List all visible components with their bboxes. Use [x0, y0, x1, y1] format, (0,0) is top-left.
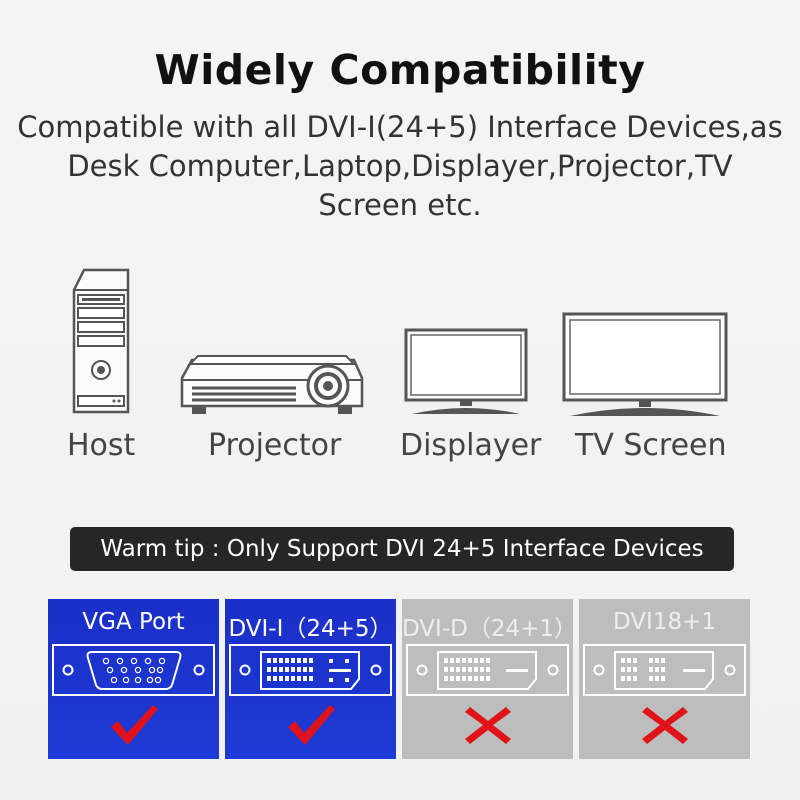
- description: Compatible with all DVI-I(24+5) Interfac…: [0, 108, 800, 225]
- page-title: Widely Compatibility: [154, 46, 646, 94]
- device-label-displayer: Displayer: [400, 428, 542, 463]
- device-label-host: Host: [67, 428, 136, 463]
- cross-icon: [465, 707, 511, 744]
- description-line: Desk Computer,Laptop,Displayer,Projector…: [67, 149, 733, 183]
- checkmark-icon: [288, 705, 335, 745]
- monitor-icon: [404, 328, 528, 414]
- host-tower-icon: [72, 268, 130, 414]
- port-label: VGA Port: [82, 609, 185, 635]
- tv-screen-icon: [562, 312, 728, 416]
- device-label-projector: Projector: [208, 428, 342, 463]
- dvi-18-port-icon: [583, 644, 746, 696]
- checkmark-icon: [111, 705, 158, 745]
- port-card-dvi-d: DVI-D（24+1）: [402, 599, 578, 759]
- port-label: DVI18+1: [613, 609, 716, 635]
- dvi-d-port-icon: [406, 644, 569, 696]
- projector-icon: [180, 355, 364, 414]
- description-line: Compatible with all DVI-I(24+5) Interfac…: [17, 110, 783, 144]
- device-label-tv-screen: TV Screen: [575, 428, 727, 463]
- port-label: DVI-D（24+1）: [402, 616, 578, 642]
- port-label: DVI-I（24+5）: [228, 616, 393, 642]
- port-card-dvi-18: DVI18+1: [579, 599, 750, 759]
- description-line: Screen etc.: [318, 188, 482, 222]
- port-card-dvi-i: DVI-I（24+5）: [225, 599, 396, 759]
- cross-icon: [642, 707, 688, 744]
- vga-port-icon: [52, 644, 215, 696]
- dvi-i-port-icon: [229, 644, 392, 696]
- port-card-vga: VGA Port: [48, 599, 219, 759]
- warm-tip-banner: Warm tip : Only Support DVI 24+5 Interfa…: [70, 527, 734, 571]
